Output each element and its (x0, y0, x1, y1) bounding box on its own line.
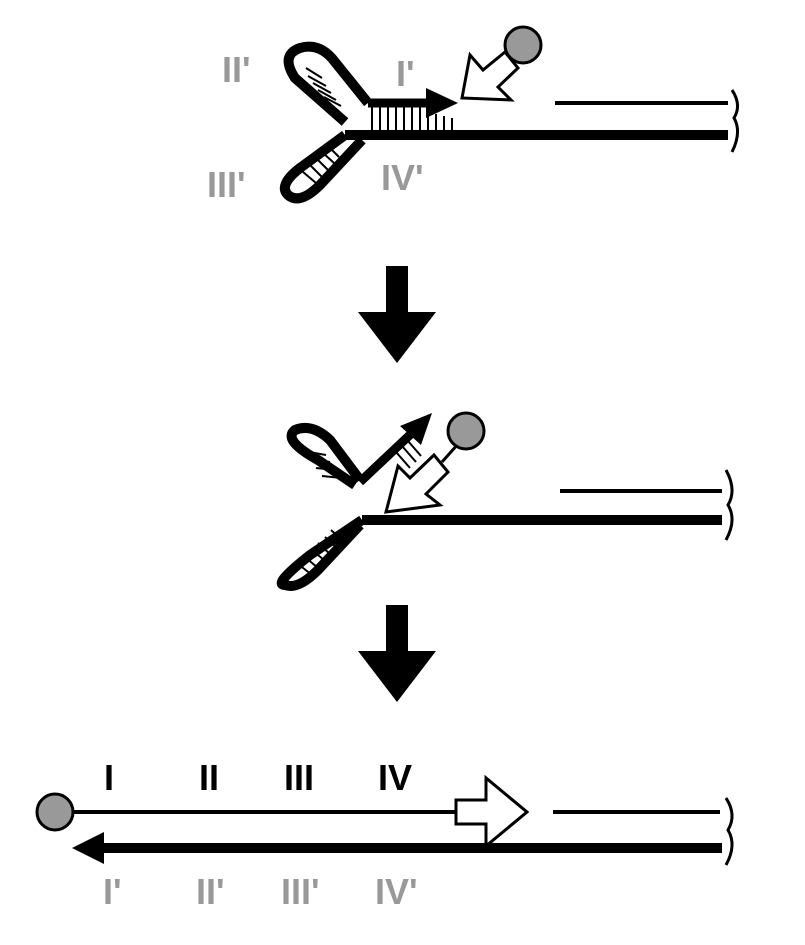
fluorophore-label (35, 792, 75, 832)
label-iii-prime: III' (207, 164, 246, 205)
label-ii-prime: II' (222, 49, 251, 90)
primer-open-arrow (454, 774, 530, 850)
strand-continuation-brace (724, 469, 734, 541)
strand-continuation-brace (724, 797, 734, 866)
stage-3-extended-product: I II III IV I' II' III' IV' (35, 757, 734, 912)
process-arrow-1 (358, 266, 436, 363)
label-i-prime: I' (103, 871, 122, 912)
stem-rungs-upper (305, 67, 342, 107)
extension-arm (356, 428, 417, 486)
hairpin-loop-upper (286, 423, 364, 490)
label-iv: IV (378, 757, 412, 798)
fluorophore-label (446, 411, 486, 451)
extension-rungs (395, 440, 422, 469)
labeled-primer-arrow (383, 452, 451, 514)
label-ii-prime: II' (196, 871, 225, 912)
label-ii: II (199, 757, 219, 798)
label-i-prime: I' (396, 53, 415, 94)
stage-1-hairpin-template: II' I' III' IV' (207, 25, 739, 205)
hairpin-loop-lower (276, 515, 365, 591)
extension-arrowhead (400, 413, 432, 445)
stage-2-primer-binding (276, 411, 734, 591)
fluorophore-label (503, 25, 543, 65)
stem-rungs-upper (308, 451, 343, 479)
hairpin-loop-upper (283, 41, 372, 126)
label-iv-prime: IV' (381, 157, 424, 198)
extension-arrowhead (426, 88, 458, 118)
label-i: I (104, 757, 114, 798)
template-arrowhead (72, 832, 104, 864)
stem-rungs-lower (302, 145, 340, 184)
hairpin-loop-lower (280, 130, 366, 204)
stem-rungs-lower (297, 529, 343, 576)
strand-continuation-brace (730, 89, 739, 153)
label-iii: III (284, 757, 314, 798)
label-iv-prime: IV' (375, 871, 418, 912)
label-iii-prime: III' (281, 871, 320, 912)
process-arrow-2 (358, 605, 436, 702)
extension-rungs (371, 107, 453, 131)
